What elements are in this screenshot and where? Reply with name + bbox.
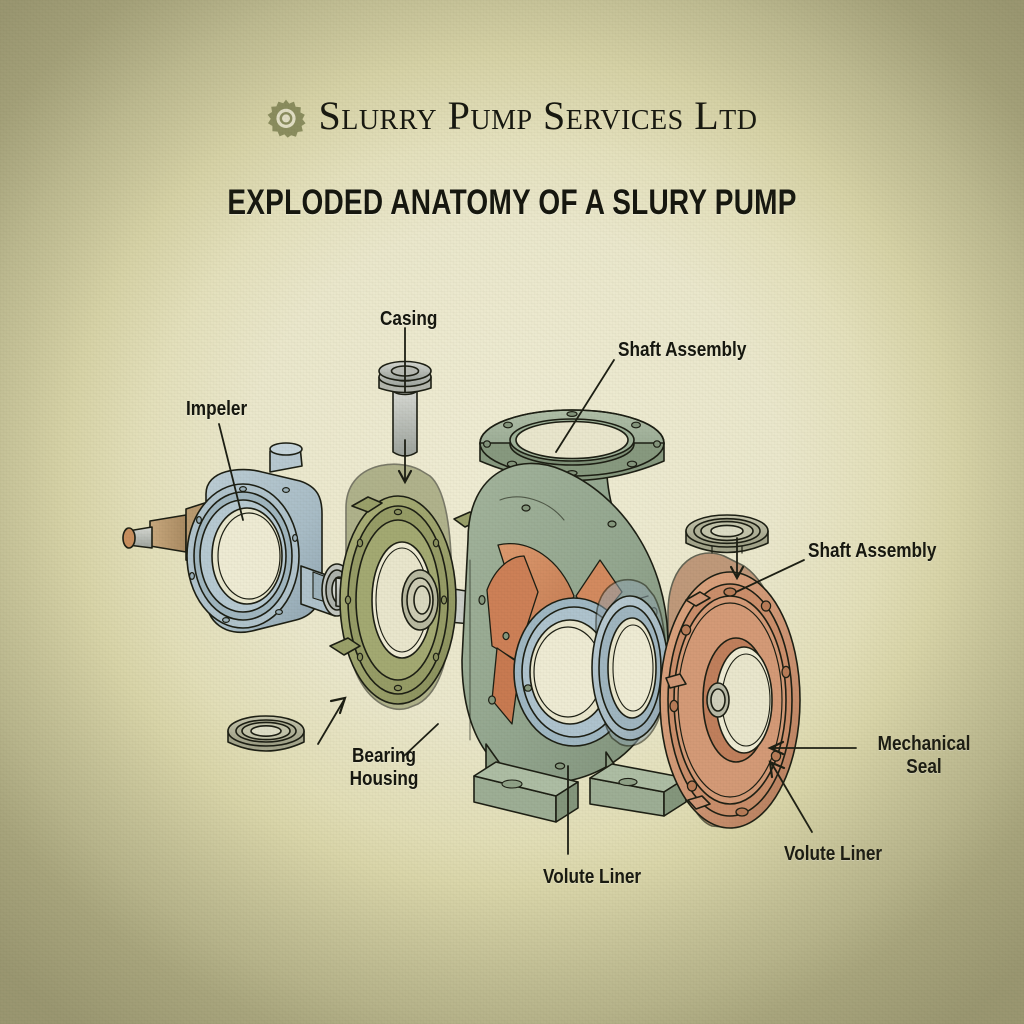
label-shaft-assembly-right: Shaft Assembly xyxy=(808,540,937,562)
part-suction-liner xyxy=(591,578,669,747)
label-casing: Casing xyxy=(380,308,438,330)
label-volute-liner-bottom: Volute Liner xyxy=(543,866,642,888)
label-bearing-housing: Bearing Housing xyxy=(349,745,419,790)
brand-name: SLURRY PUMP SERVICES LTD xyxy=(318,92,758,138)
page-title: EXPLODED ANATOMY OF A SLURY PUMP xyxy=(227,183,797,222)
label-volute-liner-right: Volute Liner xyxy=(784,843,883,865)
label-impeller: Impeler xyxy=(186,398,248,420)
gear-icon xyxy=(266,98,307,138)
brand-lockup: SLURRY PUMP SERVICES LTD xyxy=(0,92,1024,144)
part-cover-plate xyxy=(659,552,801,829)
part-bearing-ring-2 xyxy=(685,514,769,554)
leader-lines xyxy=(218,327,857,855)
part-bearing-ring-1 xyxy=(227,715,305,752)
label-mechanical-seal: Mechanical Seal xyxy=(877,733,971,778)
label-shaft-assembly-top: Shaft Assembly xyxy=(618,339,747,361)
part-impeller xyxy=(122,442,353,634)
part-bearing-housing xyxy=(329,463,481,711)
